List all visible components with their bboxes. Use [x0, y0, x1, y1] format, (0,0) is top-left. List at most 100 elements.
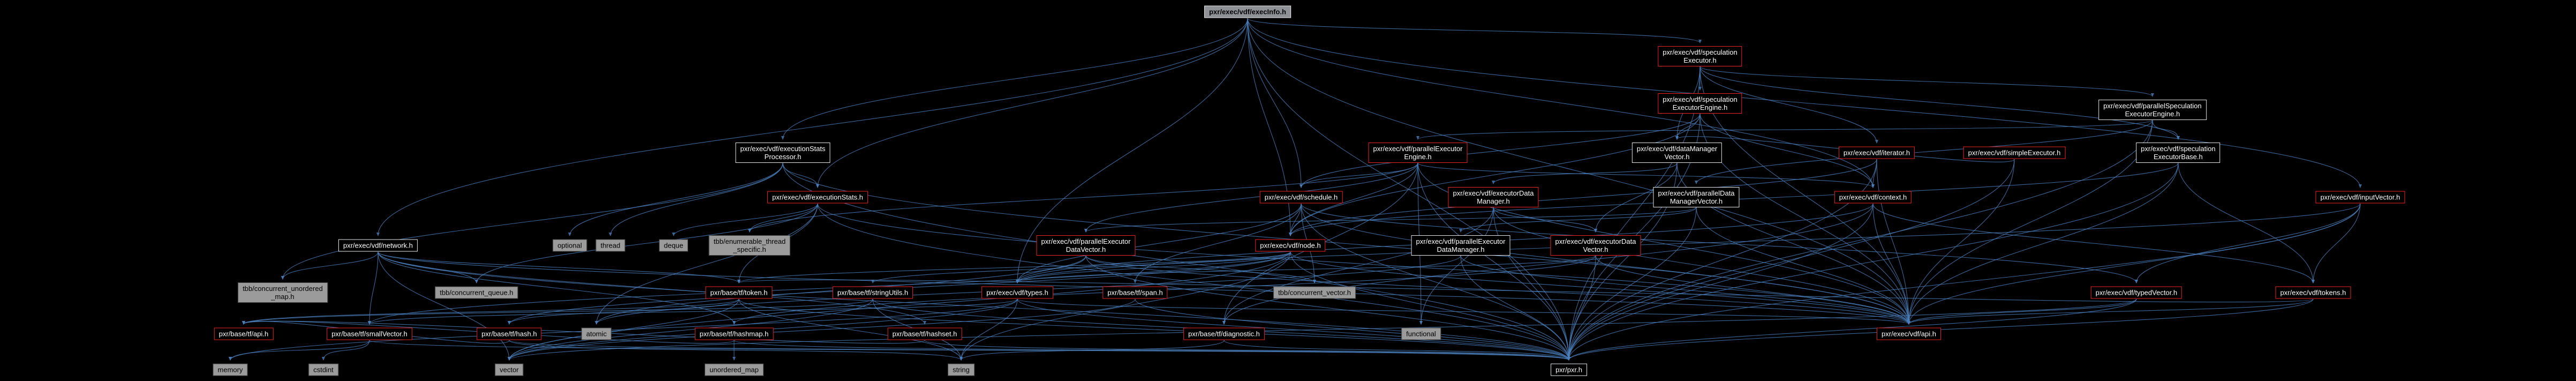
- include-edge: [1417, 162, 1875, 188]
- graph-node-pxr-base-tf-hash-h[interactable]: pxr/base/tf/hash.h: [477, 327, 542, 340]
- include-edge: [242, 298, 873, 325]
- include-edge: [1907, 298, 2137, 325]
- graph-node-pxr-exec-vdf-typedvector-h[interactable]: pxr/exec/vdf/typedVector.h: [2090, 286, 2182, 299]
- graph-node-optional: optional: [553, 239, 587, 252]
- graph-node-pxr-exec-vdf-inputvector-h[interactable]: pxr/exec/vdf/inputVector.h: [2315, 191, 2405, 204]
- graph-node-pxr-base-tf-diagnostic-h[interactable]: pxr/base/tf/diagnostic.h: [1183, 327, 1265, 340]
- include-edge: [1567, 255, 1596, 361]
- graph-node-atomic: atomic: [581, 327, 612, 340]
- graph-node-label: memory: [217, 365, 243, 374]
- graph-node-label: ExecutorEngine.h: [1672, 103, 1728, 111]
- graph-node-pxr-base-tf-api-h[interactable]: pxr/base/tf/api.h: [214, 327, 274, 340]
- include-edge: [368, 298, 1018, 325]
- graph-node-pxr-exec-vdf-iterator-h[interactable]: pxr/exec/vdf/iterator.h: [1838, 146, 1915, 159]
- include-edge: [475, 203, 818, 283]
- graph-node-memory: memory: [213, 363, 248, 376]
- graph-node-pxr-exec-vdf-types-h[interactable]: pxr/exec/vdf/types.h: [981, 286, 1053, 299]
- graph-node-pxr-exec-vdf-network-h[interactable]: pxr/exec/vdf/network.h: [338, 239, 418, 252]
- graph-node-label: pxr/exec/vdf/speculation: [1663, 95, 1738, 103]
- include-edge: [960, 251, 1291, 361]
- graph-node-pxr-exec-vdf-simpleexecutor-h[interactable]: pxr/exec/vdf/simpleExecutor.h: [1963, 146, 2066, 159]
- include-edge: [816, 18, 1248, 188]
- include-edge: [2178, 162, 2315, 283]
- graph-node-pxr-exec-vdf-context-h[interactable]: pxr/exec/vdf/context.h: [1834, 191, 1912, 204]
- include-edge: [1247, 18, 1910, 325]
- graph-node-label: pxr/exec/vdf/speculation: [2141, 145, 2216, 153]
- graph-node-label: Engine.h: [1404, 153, 1432, 161]
- include-edge: [1872, 203, 2315, 283]
- include-edge: [1084, 207, 1697, 233]
- include-edge: [609, 162, 783, 236]
- include-edge: [1872, 203, 1910, 325]
- graph-node-pxr-base-tf-hashmap-h[interactable]: pxr/base/tf/hashmap.h: [694, 327, 774, 340]
- graph-node-label: tbb/enumerable_thread: [713, 237, 786, 245]
- graph-node-pxr-exec-vdf-executionstats-h[interactable]: pxr/exec/vdf/executionStats.h: [767, 191, 868, 204]
- graph-node-label: cstdint: [313, 365, 334, 374]
- graph-node-label: pxr/exec/vdf/speculation: [1663, 48, 1738, 56]
- graph-node-tbb-concurrent-vector-h: tbb/concurrent_vector.h: [1273, 286, 1356, 299]
- include-edge: [376, 18, 1248, 236]
- include-edge: [1594, 162, 1678, 233]
- graph-node-pxr-exec-vdf-schedule-h[interactable]: pxr/exec/vdf/schedule.h: [1259, 191, 1343, 204]
- graph-node-label: pxr/exec/vdf/typedVector.h: [2095, 288, 2178, 297]
- include-edge: [1300, 113, 1701, 188]
- include-edge: [508, 298, 873, 361]
- graph-node-label: Manager.h: [1477, 197, 1510, 205]
- include-edge: [924, 340, 1570, 361]
- include-edge: [1016, 203, 2361, 283]
- include-edge: [1699, 66, 2154, 97]
- include-edge: [1290, 251, 1570, 361]
- include-edge: [1289, 203, 1302, 236]
- graph-node-pxr-base-tf-token-h[interactable]: pxr/base/tf/token.h: [705, 286, 773, 299]
- include-edge: [1222, 207, 1494, 325]
- include-edge: [1416, 119, 2153, 140]
- include-edge: [1876, 159, 1910, 325]
- graph-node-pxr-exec-vdf-tokens-h[interactable]: pxr/exec/vdf/tokens.h: [2275, 286, 2351, 299]
- graph-node-label: pxr/exec/vdf/context.h: [1839, 193, 1907, 201]
- include-edge: [1135, 298, 1570, 361]
- graph-node-label: pxr/exec/vdf/iterator.h: [1843, 148, 1910, 157]
- include-edge: [322, 340, 370, 361]
- graph-node-pxr-base-tf-span-h[interactable]: pxr/base/tf/span.h: [1102, 286, 1168, 299]
- graph-node-pxr-base-tf-stringutils-h[interactable]: pxr/base/tf/stringUtils.h: [832, 286, 913, 299]
- include-edge: [1493, 207, 1910, 325]
- include-edge: [368, 251, 1291, 325]
- graph-node-pxr-exec-vdf-api-h[interactable]: pxr/exec/vdf/api.h: [1877, 327, 1941, 340]
- graph-node-label: Executor.h: [1683, 56, 1717, 64]
- include-edge: [1417, 162, 1570, 361]
- include-edge: [281, 251, 379, 280]
- graph-node-pxr-exec-vdf-execinfo-h: pxr/exec/vdf/execInfo.h: [1204, 5, 1291, 18]
- include-edge: [1016, 255, 1596, 283]
- include-edge: [1085, 255, 1910, 325]
- include-edge: [1222, 203, 1874, 325]
- include-edge: [960, 298, 1018, 361]
- graph-node-pxr-exec-vdf-node-h[interactable]: pxr/exec/vdf/node.h: [1255, 239, 1326, 252]
- include-edge: [368, 251, 379, 325]
- graph-node-label: vector: [500, 365, 519, 374]
- graph-node-pxr-pxr-h[interactable]: pxr/pxr.h: [1551, 363, 1587, 376]
- include-edge: [1907, 203, 2361, 325]
- graph-node-pxr-base-tf-smallvector-h[interactable]: pxr/base/tf/smallVector.h: [327, 327, 412, 340]
- graph-node-label: pxr/pxr.h: [1555, 365, 1582, 374]
- include-edge: [1290, 251, 1910, 325]
- graph-node-functional: functional: [1401, 327, 1441, 340]
- graph-node-label: pxr/exec/vdf/parallelSpeculation: [2103, 102, 2202, 110]
- graph-node-label: pxr/exec/vdf/executionStats.h: [772, 193, 863, 201]
- include-edge: [1247, 18, 2362, 188]
- include-edge: [1595, 255, 1910, 325]
- include-edge: [508, 251, 1291, 361]
- graph-node-pxr-base-tf-hashset-h[interactable]: pxr/base/tf/hashset.h: [887, 327, 962, 340]
- graph-node-label: atomic: [586, 330, 607, 338]
